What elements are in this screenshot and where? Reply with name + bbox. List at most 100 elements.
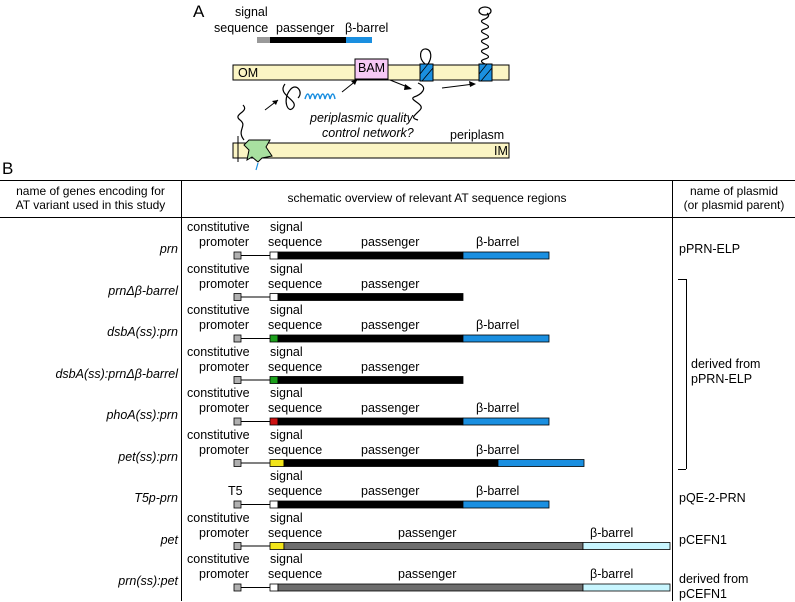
periplasm-unfolded-1 <box>237 104 246 141</box>
signal-label-1: signal <box>270 386 303 400</box>
plasmid-name: pPRN-ELP <box>679 242 741 256</box>
panel-b-letter: B <box>2 159 14 178</box>
gene-name: dsbA(ss):prn <box>107 325 178 339</box>
gene-name: T5p-prn <box>134 491 178 505</box>
signal-label-1: signal <box>270 469 303 483</box>
passenger-bar <box>277 583 584 592</box>
plasmid-name: pCEFN1 <box>679 532 727 547</box>
barrel-bar <box>462 500 550 509</box>
header-col3: name of plasmid (or plasmid parent) <box>673 184 795 212</box>
panel-a-letter: A <box>193 2 205 21</box>
table-top-rule <box>0 180 795 181</box>
promoter-label-2: promoter <box>199 525 250 540</box>
bam-label: BAM <box>358 61 386 75</box>
promoter-label-1: constitutive <box>187 261 250 276</box>
barrel-bar <box>497 459 585 467</box>
legend-passenger-label: passenger <box>276 21 335 35</box>
signal-label-2: sequence <box>268 359 323 374</box>
om-label: OM <box>238 66 259 80</box>
bracket-label-1: derived from <box>691 357 761 371</box>
gene-name: prn <box>159 242 178 256</box>
header-col2: schematic overview of relevant AT sequen… <box>287 191 567 205</box>
header-col1-line1: name of genes encoding for <box>16 184 165 198</box>
legend-barrel-bar <box>346 37 372 43</box>
passenger-label: passenger <box>361 401 420 415</box>
signal-label-1: signal <box>270 220 303 234</box>
plasmid-name: derived from <box>679 572 749 586</box>
promoter-label-2: T5 <box>228 484 243 498</box>
legend-signal-label: signal <box>235 5 268 19</box>
gene-name: dsbA(ss):prnΔβ-barrel <box>55 366 178 381</box>
bracket-bottom <box>678 469 686 470</box>
im-label: IM <box>494 144 508 158</box>
barrel-label: β-barrel <box>590 567 634 581</box>
signal-label-2: sequence <box>268 318 323 332</box>
signal-label-2: sequence <box>268 484 323 498</box>
table-vline-left <box>181 180 182 601</box>
header-col1-line2: AT variant used in this study <box>15 198 166 212</box>
passenger-label: passenger <box>361 359 420 374</box>
passenger-label: passenger <box>398 567 457 581</box>
periplasm-passenger <box>412 82 425 121</box>
barrel-label: β-barrel <box>476 484 520 498</box>
promoter-label-1: constitutive <box>187 386 250 400</box>
signal-label-2: sequence <box>268 235 323 249</box>
promoter-box <box>233 417 242 426</box>
periplasm-unfolded-2 <box>282 83 301 110</box>
om-barrel-2 <box>478 63 493 82</box>
periplasm-label: periplasm <box>450 128 505 142</box>
sec-translocon <box>243 139 273 163</box>
passenger-bar <box>277 376 464 384</box>
quality-label-2: control network? <box>322 126 414 140</box>
periplasm-barrel-helix <box>304 93 336 100</box>
passenger-label: passenger <box>398 525 457 540</box>
gene-name: prn(ss):pet <box>118 574 178 588</box>
barrel-label: β-barrel <box>476 318 520 332</box>
promoter-label-1: constitutive <box>187 552 250 566</box>
promoter-label-2: promoter <box>199 235 250 249</box>
promoter-box <box>233 251 242 260</box>
barrel-label: β-barrel <box>476 401 520 415</box>
promoter-label-1: constitutive <box>187 220 250 234</box>
table-header-rule <box>0 217 795 218</box>
barrel-label: β-barrel <box>590 525 634 540</box>
promoter-label-2: promoter <box>199 567 250 581</box>
passenger-helix <box>480 12 490 65</box>
signal-label-1: signal <box>270 261 303 276</box>
arrow-4 <box>441 83 475 89</box>
legend-signal-bar <box>257 37 270 43</box>
signal-label-2: sequence <box>268 567 323 581</box>
barrel-bar <box>582 542 671 550</box>
promoter-label-2: promoter <box>199 318 250 332</box>
om-barrel-1 <box>419 63 434 82</box>
promoter-label-1: constitutive <box>187 427 250 442</box>
plasmid-name: pQE-2-PRN <box>679 491 746 505</box>
promoter-label-2: promoter <box>199 276 250 291</box>
header-col3-line2: (or plasmid parent) <box>683 198 785 212</box>
quality-label-1: periplasmic quality <box>310 111 413 125</box>
legend-sequence-label: sequence <box>214 21 269 35</box>
table-vline-right <box>672 180 673 601</box>
passenger-label: passenger <box>361 484 420 498</box>
barrel-bar <box>462 334 550 343</box>
barrel-bar <box>582 583 671 592</box>
signal-label-1: signal <box>270 427 303 442</box>
signal-label-2: sequence <box>268 276 323 291</box>
signal-label-2: sequence <box>268 401 323 415</box>
passenger-loop-1 <box>420 48 432 65</box>
signal-label-2: sequence <box>268 442 323 457</box>
signal-label-1: signal <box>270 344 303 359</box>
bracket-vertical <box>686 279 687 469</box>
promoter-label-2: promoter <box>199 442 250 457</box>
passenger-label: passenger <box>361 442 420 457</box>
passenger-bar <box>277 293 464 301</box>
